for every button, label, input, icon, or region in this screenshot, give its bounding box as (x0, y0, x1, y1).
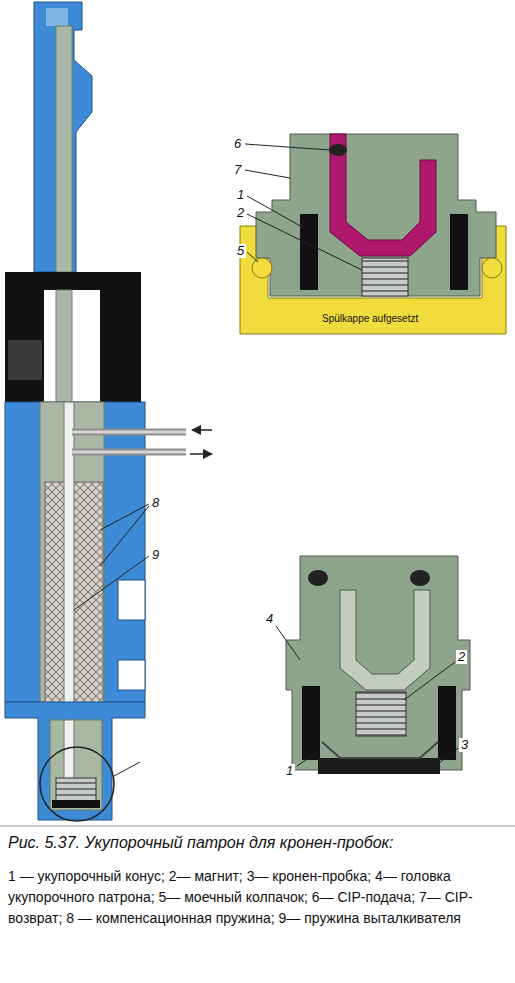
leader-lines (0, 144, 515, 826)
key-item: 6— CIP-подача; (312, 889, 415, 905)
callout-number: 9 (150, 548, 161, 562)
callout-number: 1 (235, 188, 246, 202)
callout-number: 2 (235, 206, 246, 220)
callout-number: 6 (232, 137, 243, 151)
callout-number: 1 (284, 764, 295, 778)
key-item: 9— пружина выталкивателя (279, 910, 461, 926)
capping-head-section (5, 2, 212, 821)
callout-number: 5 (235, 244, 246, 258)
callout-number: 4 (264, 612, 275, 626)
key-item: 8 — компенсационная пружина; (66, 910, 274, 926)
detail-wash-cap (240, 134, 506, 334)
key-item: 1 — укупорочный конус; (8, 868, 165, 884)
detail-crown-cap (286, 556, 470, 774)
callout-number: 3 (459, 738, 470, 752)
caption: Рис. 5.37. Укупорочный патрон для кронен… (8, 834, 508, 852)
legend-key: 1 — укупорочный конус; 2— магнит; 3— кро… (8, 866, 506, 929)
callout-number: 8 (150, 496, 161, 510)
part-note: Spülkappe aufgesetzt (322, 313, 418, 325)
key-item: 2— магнит; (169, 868, 243, 884)
callout-number: 2 (456, 650, 467, 664)
callout-number: 7 (232, 163, 243, 177)
key-item: 3— кронен-пробка; (247, 868, 372, 884)
key-item: 5— моечный колпачок; (159, 889, 308, 905)
